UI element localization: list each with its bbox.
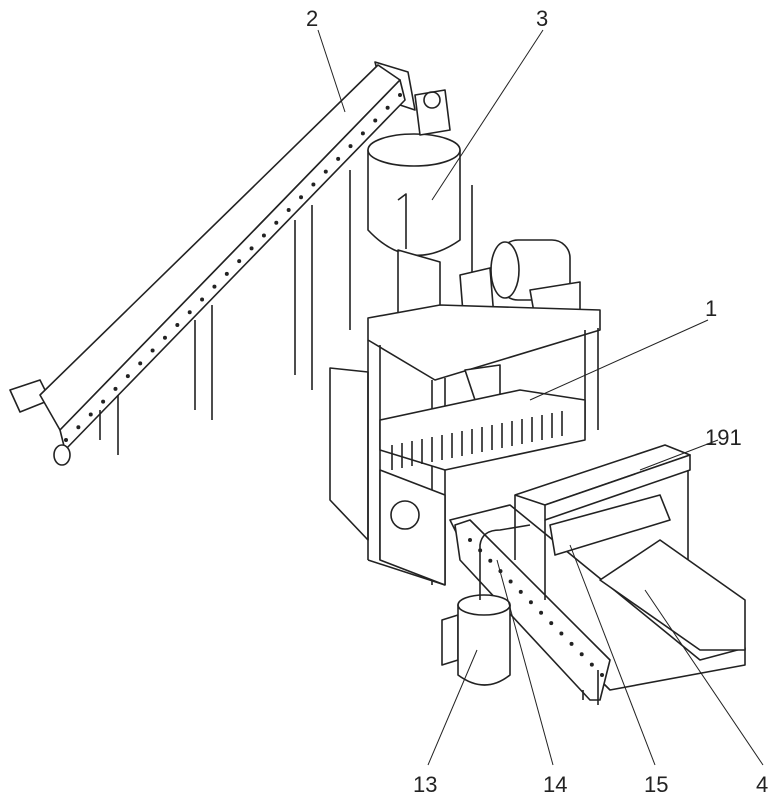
rivet (88, 412, 93, 417)
rivet (528, 600, 533, 605)
rivet (212, 284, 217, 289)
rivet (539, 610, 544, 615)
rivet (175, 323, 180, 327)
rivet (237, 259, 242, 264)
rivet (589, 662, 594, 667)
rivet (76, 425, 81, 430)
label-cover: 191 (705, 425, 742, 450)
rivet (224, 271, 229, 276)
rivet (348, 144, 353, 149)
rivet (101, 399, 106, 404)
rivet (299, 195, 304, 200)
rivet (311, 182, 316, 187)
rivet (249, 246, 254, 251)
cover (514, 444, 691, 600)
leader-lines (317, 29, 764, 766)
rivet (549, 621, 554, 626)
rivet (488, 558, 493, 563)
mixing-tank (349, 89, 473, 330)
rivet (261, 233, 266, 238)
label-spray-assembly: 15 (644, 772, 668, 797)
label-water-tank: 13 (413, 772, 437, 797)
rivet (323, 169, 328, 174)
feeding-conveyor (9, 61, 416, 466)
rivet (373, 118, 378, 123)
rivet (600, 673, 604, 677)
output-conveyor (449, 504, 746, 705)
rivet (579, 652, 584, 657)
rivet (508, 579, 513, 584)
rivet (187, 310, 192, 315)
rivet (518, 589, 523, 594)
rivet (385, 105, 390, 110)
rivet (125, 374, 130, 379)
rivet (138, 361, 143, 366)
rivet (150, 348, 155, 353)
label-output-conveyor: 4 (756, 772, 768, 797)
rivet (274, 220, 279, 225)
rivet (336, 156, 341, 161)
rivet (113, 386, 118, 391)
rivet (200, 297, 205, 302)
rivet (569, 641, 574, 646)
rivet (64, 438, 68, 442)
rivet (398, 93, 402, 97)
rivet (360, 131, 365, 136)
label-pipe: 14 (543, 772, 567, 797)
frame (329, 304, 601, 586)
rivet (162, 335, 167, 340)
rivet (286, 208, 291, 212)
label-mixing-tank: 3 (536, 6, 548, 31)
label-frame: 1 (705, 296, 717, 321)
label-feeding-conveyor: 2 (306, 6, 318, 31)
rivet (468, 538, 472, 542)
rivet (559, 631, 564, 636)
